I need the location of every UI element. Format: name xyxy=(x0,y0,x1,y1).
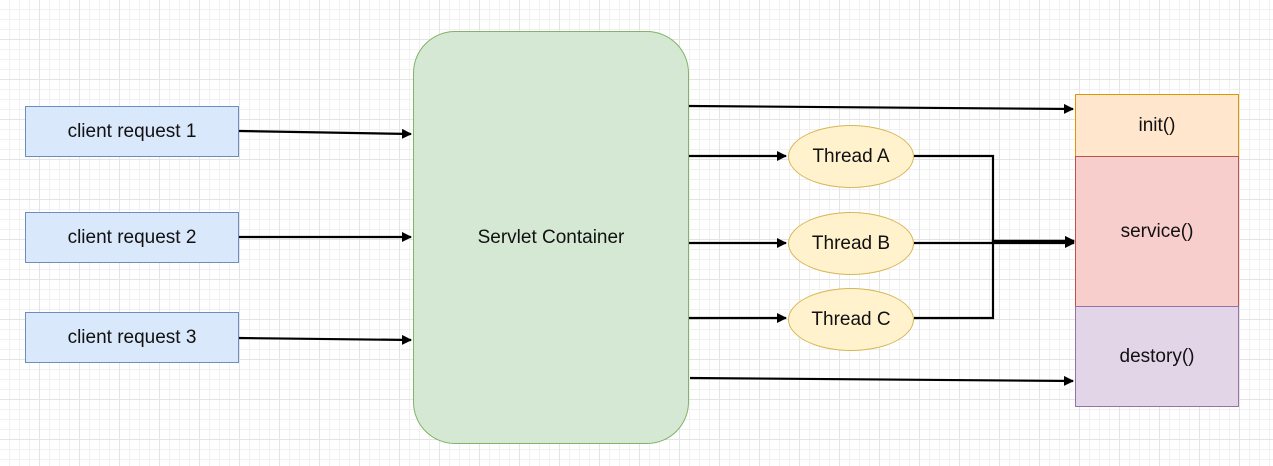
servlet-container-box[interactable]: Servlet Container xyxy=(413,31,689,444)
edge-container-to-init xyxy=(688,103,1074,114)
client-request-2-label: client request 2 xyxy=(67,226,197,248)
thread-c-ellipse[interactable]: Thread C xyxy=(788,288,914,351)
thread-b-label: Thread B xyxy=(811,232,891,254)
edge-thread-c-to-service xyxy=(914,236,1075,320)
client-request-2-box[interactable]: client request 2 xyxy=(25,212,239,263)
servlet-container-label: Servlet Container xyxy=(477,226,625,248)
destroy-method-box[interactable]: destory() xyxy=(1075,306,1239,407)
client-request-1-label: client request 1 xyxy=(67,120,197,142)
service-method-box[interactable]: service() xyxy=(1075,156,1239,307)
thread-a-label: Thread A xyxy=(812,145,890,167)
init-method-label: init() xyxy=(1138,114,1176,136)
edge-container-to-destroy xyxy=(689,375,1074,386)
edge-client3-to-container xyxy=(238,334,412,345)
client-request-1-box[interactable]: client request 1 xyxy=(25,106,239,157)
client-request-3-label: client request 3 xyxy=(67,326,197,348)
thread-b-ellipse[interactable]: Thread B xyxy=(788,212,914,275)
edge-client1-to-container xyxy=(238,128,412,139)
thread-a-ellipse[interactable]: Thread A xyxy=(788,125,914,188)
init-method-box[interactable]: init() xyxy=(1075,94,1239,157)
client-request-3-box[interactable]: client request 3 xyxy=(25,312,239,363)
edge-thread-a-to-service xyxy=(914,154,1075,246)
thread-c-label: Thread C xyxy=(811,308,891,330)
destroy-method-label: destory() xyxy=(1119,345,1195,367)
service-method-label: service() xyxy=(1120,220,1194,242)
